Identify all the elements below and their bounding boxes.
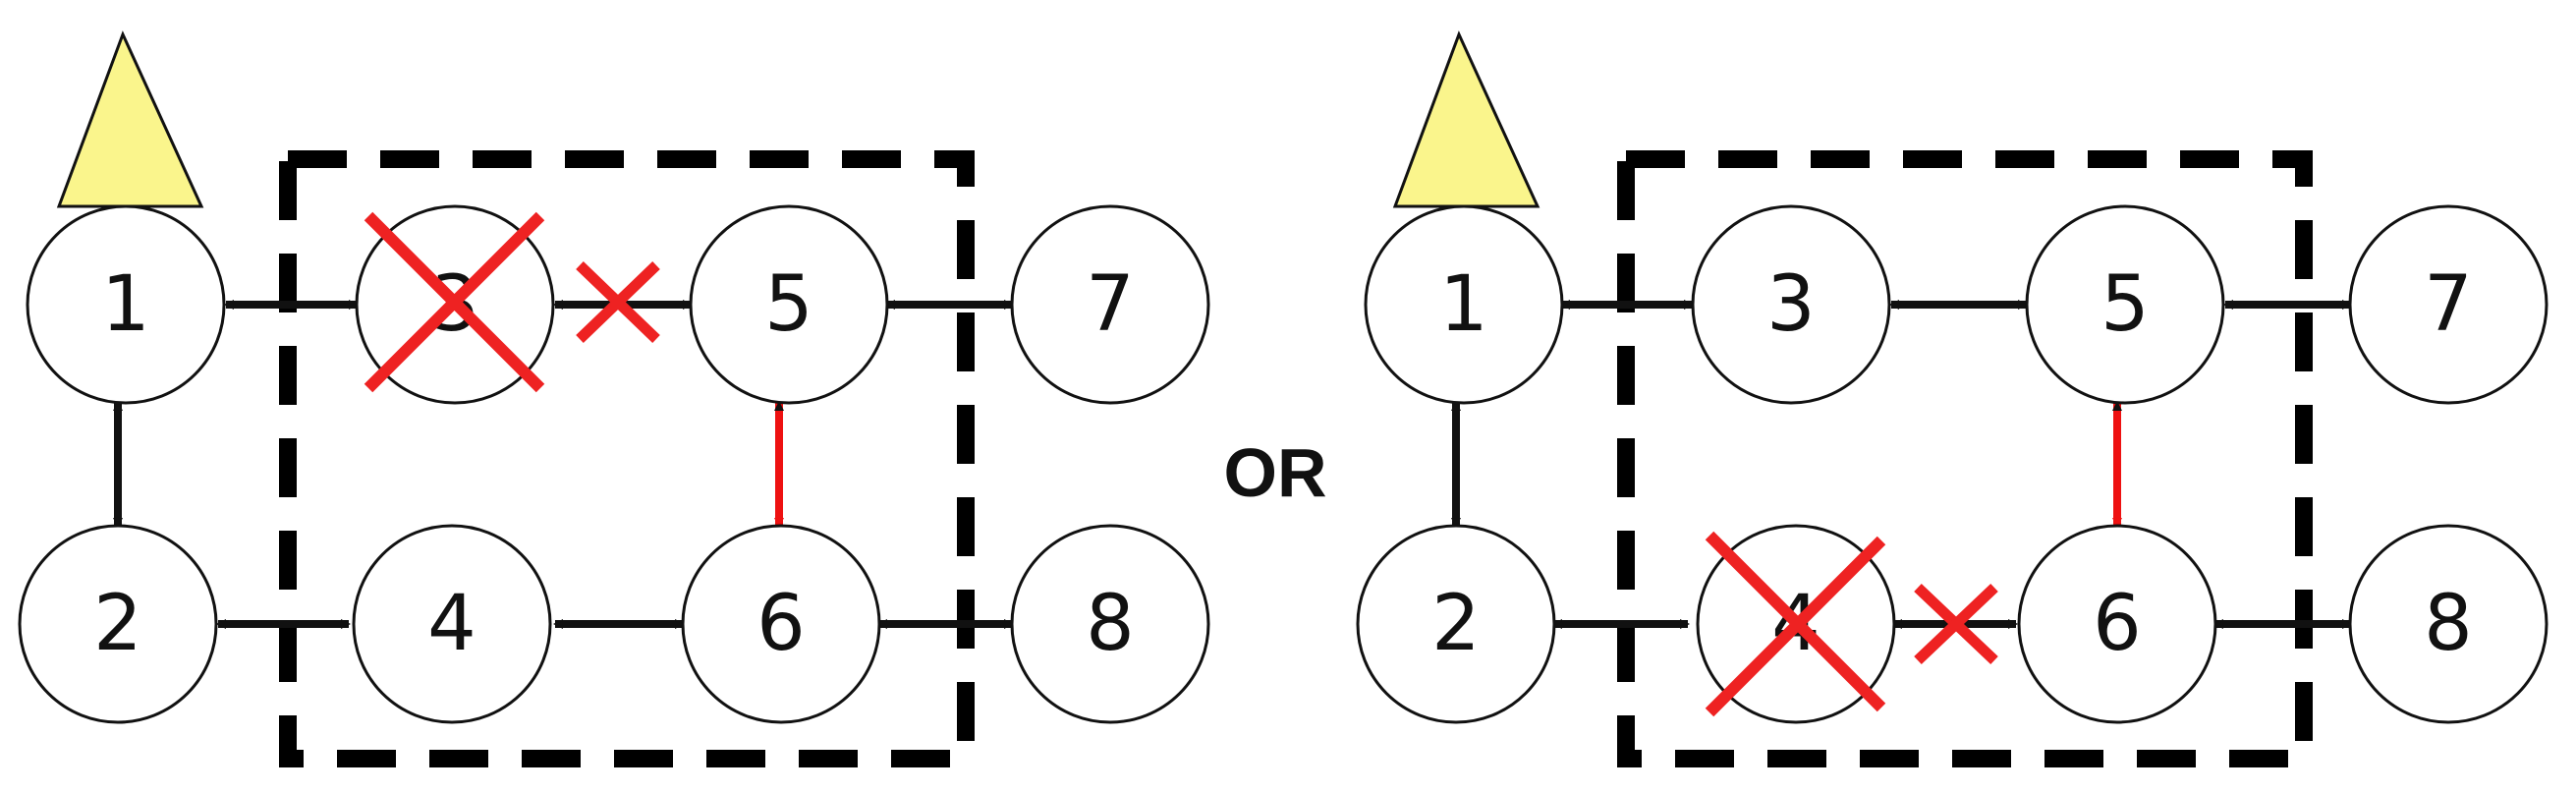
node-7: 7 <box>1010 204 1210 405</box>
node-label: 5 <box>764 260 813 349</box>
node-1: 1 <box>1364 204 1564 405</box>
node-label: 6 <box>2093 580 2142 668</box>
node-label: 1 <box>1439 260 1488 349</box>
node-8: 8 <box>1010 524 1210 724</box>
node-5: 5 <box>2025 204 2225 405</box>
node-circle <box>18 524 218 724</box>
node-label: 8 <box>2424 580 2473 668</box>
node-circle <box>2348 524 2548 724</box>
node-circle <box>689 204 889 405</box>
source-triangle-icon <box>1392 30 1540 208</box>
node-circle <box>2025 204 2225 405</box>
node-4: 4 <box>352 524 552 724</box>
node-label: 8 <box>1086 580 1135 668</box>
node-label: 5 <box>2100 260 2150 349</box>
diagram-left: 1 3 5 7 2 4 6 8 <box>18 30 1210 767</box>
failed-link-cross-icon <box>1914 584 1998 664</box>
node-label: 1 <box>101 260 150 349</box>
node-7: 7 <box>2348 204 2548 405</box>
node-label: 2 <box>1431 580 1481 668</box>
node-2: 2 <box>18 524 218 724</box>
node-circle <box>1010 524 1210 724</box>
node-label: 4 <box>427 580 476 668</box>
node-circle <box>2348 204 2548 405</box>
node-circle <box>1356 524 1556 724</box>
node-circle <box>681 524 881 724</box>
node-2: 2 <box>1356 524 1556 724</box>
dashed-region-box <box>279 150 975 767</box>
failed-link-cross-icon <box>576 261 660 343</box>
node-circle <box>2017 524 2217 724</box>
diagram-right: 1 3 5 7 2 4 6 8 <box>1356 30 2548 767</box>
node-circle <box>26 204 226 405</box>
node-circle <box>352 524 552 724</box>
node-circle <box>1364 204 1564 405</box>
source-triangle-icon <box>56 30 204 208</box>
node-6: 6 <box>681 524 881 724</box>
node-circle <box>1691 204 1891 405</box>
node-label: 7 <box>1086 260 1135 349</box>
dashed-region-box <box>1617 150 2313 767</box>
node-6: 6 <box>2017 524 2217 724</box>
failed-node-cross-icon <box>364 211 545 393</box>
node-circle <box>1010 204 1210 405</box>
node-label: 3 <box>1766 260 1816 349</box>
node-label: 6 <box>756 580 806 668</box>
failed-node-cross-icon <box>1705 531 1886 717</box>
node-5: 5 <box>689 204 889 405</box>
or-separator-label: OR <box>1224 434 1327 511</box>
node-8: 8 <box>2348 524 2548 724</box>
node-1: 1 <box>26 204 226 405</box>
node-label: 7 <box>2424 260 2473 349</box>
node-3: 3 <box>1691 204 1891 405</box>
node-label: 2 <box>93 580 142 668</box>
